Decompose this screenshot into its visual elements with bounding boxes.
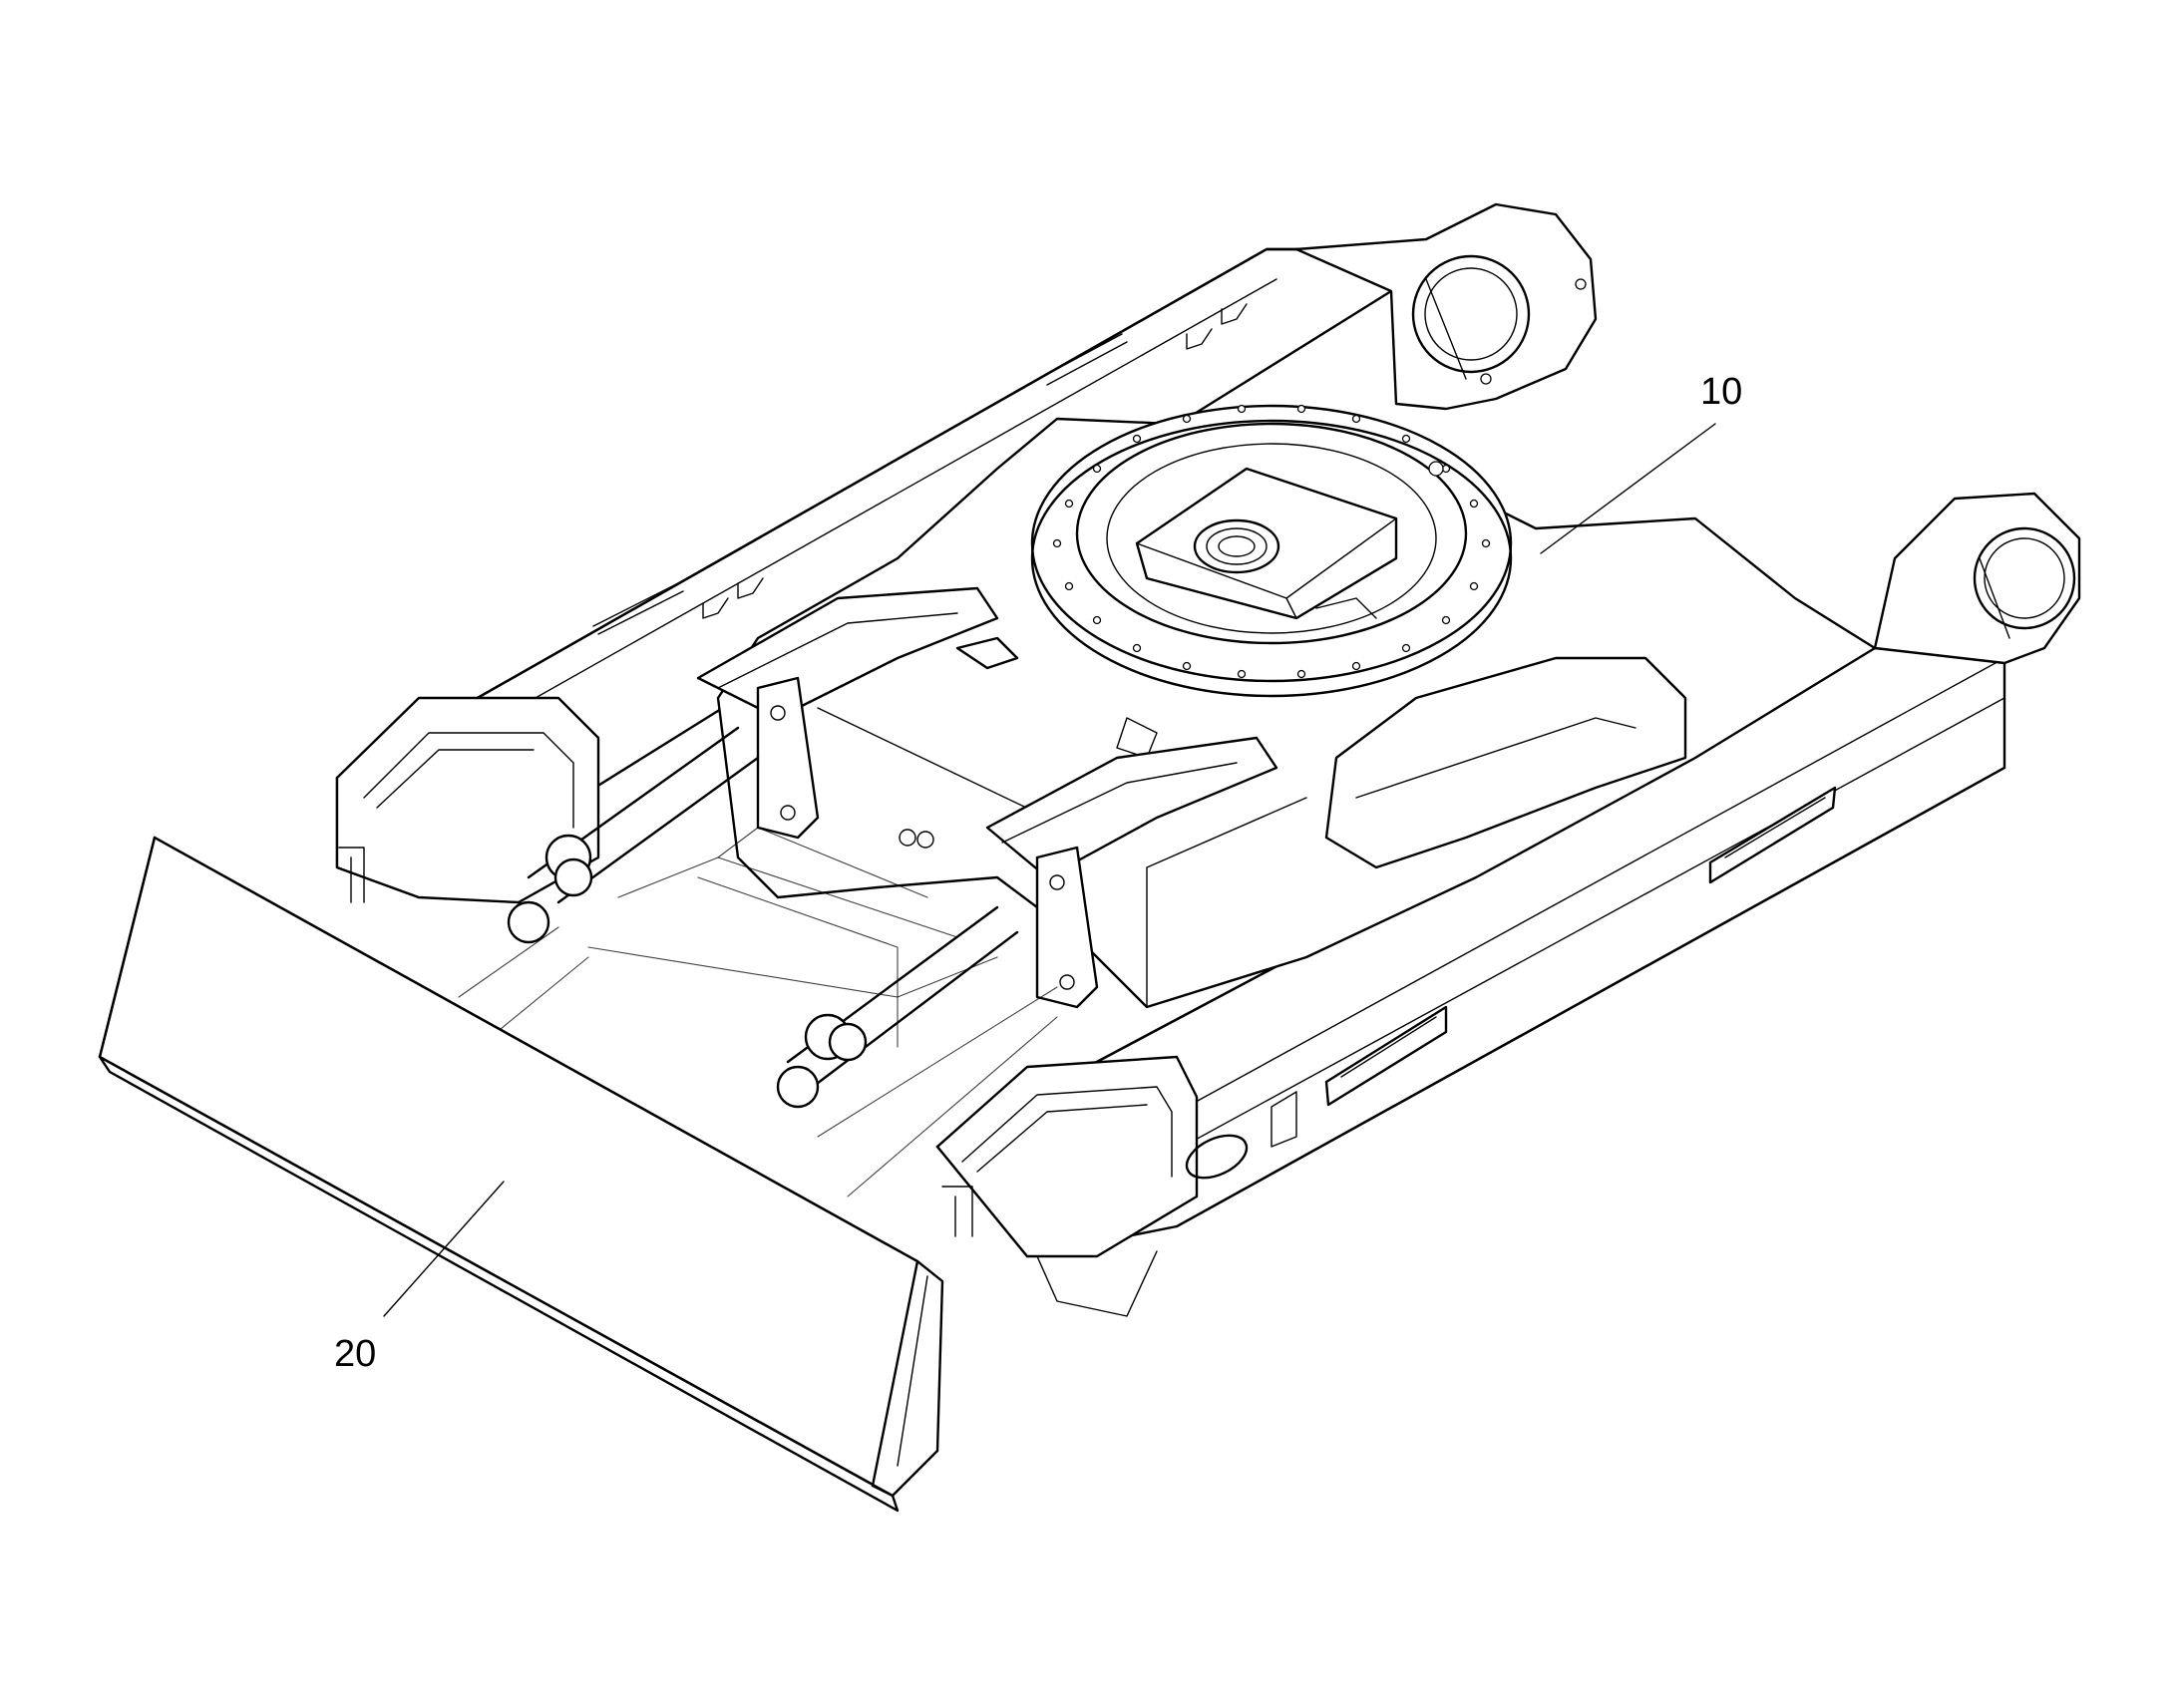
bearing-bolt-holes [1052,404,1491,679]
callout-label-20: 20 [334,1333,376,1375]
leader-line-20 [383,1181,505,1317]
dozer-blade [98,836,944,1513]
undercarriage-frame [335,202,2081,1317]
leader-lines [383,423,1716,1317]
leader-line-10 [1540,423,1716,554]
swing-bearing-ring [1030,404,1513,698]
right-track-frame [935,492,2081,1317]
left-track-frame [335,202,1598,904]
blade-linkage [458,586,1278,1197]
callout-label-10: 10 [1700,371,1742,413]
